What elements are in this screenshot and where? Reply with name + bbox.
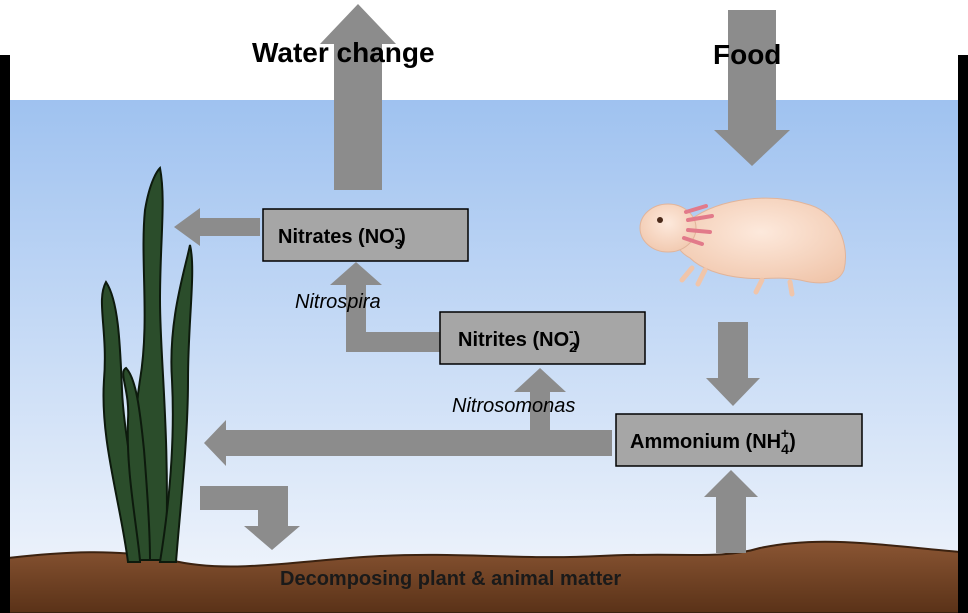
nitrospira-label: Nitrospira xyxy=(295,291,381,313)
decomposition-to-ammonium-arrow xyxy=(704,470,758,553)
food-arrow xyxy=(714,10,790,166)
ammonium-label: Ammonium (NH xyxy=(630,431,781,453)
axolotl-to-ammonium-arrow xyxy=(706,322,760,406)
substrate-label: Decomposing plant & animal matter xyxy=(280,568,621,590)
aquatic-plant-icon xyxy=(100,165,194,563)
food-label: Food xyxy=(713,39,781,70)
nitrites-box: Nitrites (NO2-) xyxy=(439,311,646,365)
nitrates-label: Nitrates (NO xyxy=(278,226,395,248)
nitrates-to-plant-arrow xyxy=(174,208,260,246)
ammonium-box: Ammonium (NH4+) xyxy=(615,413,863,467)
nitrites-label: Nitrites (NO xyxy=(458,329,569,351)
water-change-label: Water change xyxy=(252,37,435,68)
ammonium-to-nitrites-arrow xyxy=(514,368,612,430)
nitrosomonas-label: Nitrosomonas xyxy=(452,395,575,417)
axolotl-icon xyxy=(639,197,846,297)
svg-text:Nitrates (NO3-): Nitrates (NO3-) xyxy=(278,220,406,252)
nitrites-to-nitrates-arrow xyxy=(330,262,440,352)
nitrates-box: Nitrates (NO3-) xyxy=(262,208,469,262)
water-change-arrow xyxy=(320,4,396,190)
tank-wall-left xyxy=(0,55,10,613)
svg-text:Nitrites (NO2-): Nitrites (NO2-) xyxy=(458,323,580,355)
ammonium-to-plant-arrow xyxy=(204,420,612,466)
plant-to-decomposition-arrow xyxy=(200,486,300,550)
svg-text:Ammonium (NH4+): Ammonium (NH4+) xyxy=(630,425,796,457)
tank-wall-right xyxy=(958,55,968,613)
